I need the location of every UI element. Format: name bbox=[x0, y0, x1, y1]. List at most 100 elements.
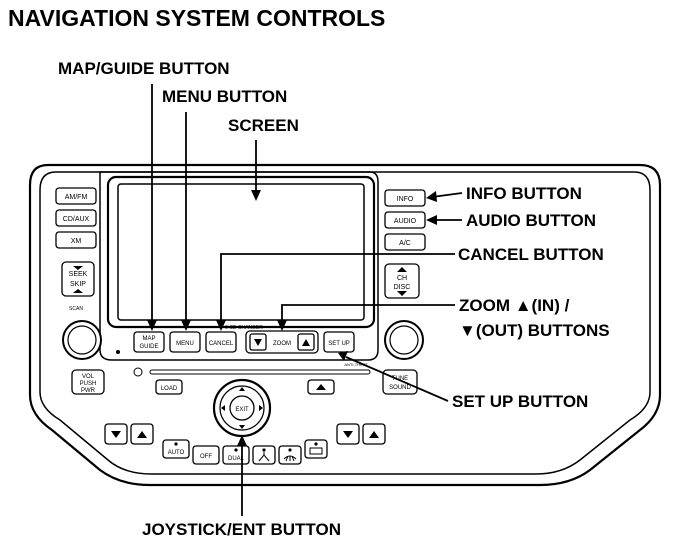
audio-button-label: AUDIO bbox=[394, 218, 417, 225]
zoom-label: ZOOM bbox=[273, 341, 291, 347]
seek-skip-button[interactable] bbox=[61, 261, 95, 297]
push-label: PUSH bbox=[80, 381, 97, 387]
setup-label: SET UP bbox=[328, 341, 350, 347]
cd-aux-button[interactable] bbox=[55, 209, 97, 227]
climate-controls: AUTO OFF DUAL bbox=[104, 423, 386, 465]
am-fm-label: AM/FM bbox=[65, 194, 88, 201]
load-label: LOAD bbox=[161, 386, 178, 392]
leader-zoom bbox=[281, 304, 455, 326]
tune-knob-inner bbox=[389, 325, 419, 355]
joystick-ent-button[interactable] bbox=[229, 395, 255, 421]
xm-button[interactable] bbox=[55, 231, 97, 249]
volume-knob-inner bbox=[67, 325, 97, 355]
auto-button[interactable] bbox=[162, 439, 190, 459]
zoom-in-icon bbox=[302, 339, 310, 346]
auto-label: AUTO bbox=[168, 450, 185, 456]
defrost-icon bbox=[283, 455, 297, 462]
off-label: OFF bbox=[200, 454, 212, 460]
callout-joystick: JOYSTICK/ENT BUTTON bbox=[142, 520, 341, 539]
disc-label: DISC bbox=[394, 284, 411, 291]
callout-map-guide: MAP/GUIDE BUTTON bbox=[58, 59, 230, 78]
skip-label: SKIP bbox=[70, 281, 86, 288]
temp-right-up-icon bbox=[369, 431, 379, 438]
cancel-label: CANCEL bbox=[209, 341, 234, 347]
guide-label: GUIDE bbox=[139, 344, 158, 350]
map-label: MAP bbox=[142, 336, 155, 342]
scan-label: SCAN bbox=[69, 306, 83, 312]
cd-aux-label: CD/AUX bbox=[63, 216, 90, 223]
temp-right-down-icon bbox=[343, 431, 353, 438]
anti-theft-label: ANTI-THEFT bbox=[344, 362, 368, 367]
xm-label: XM bbox=[71, 238, 82, 245]
callout-zoom-line1: ZOOM ▲(IN) / bbox=[459, 296, 570, 315]
dual-label: DUAL bbox=[228, 456, 245, 462]
cancel-button[interactable] bbox=[205, 331, 237, 353]
anti-theft-indicator bbox=[116, 350, 120, 354]
ch-disc-button[interactable] bbox=[384, 263, 420, 299]
callout-zoom-line2: ▼(OUT) BUTTONS bbox=[459, 321, 610, 340]
fan-mode-indicator bbox=[262, 448, 266, 452]
ac-button-label: A/C bbox=[399, 240, 411, 247]
screen bbox=[117, 183, 365, 321]
off-button[interactable] bbox=[192, 445, 220, 465]
vol-label: VOL bbox=[82, 374, 95, 380]
callout-audio: AUDIO BUTTON bbox=[466, 211, 596, 230]
arrowhead-info bbox=[426, 191, 437, 202]
auto-indicator bbox=[174, 442, 178, 446]
arrowhead-map-guide bbox=[147, 320, 157, 331]
vol-push-pwr-button[interactable] bbox=[71, 369, 105, 395]
ac-button[interactable] bbox=[384, 233, 426, 251]
arrowhead-cancel bbox=[216, 320, 226, 331]
menu-button[interactable] bbox=[169, 331, 201, 353]
load-button[interactable] bbox=[155, 379, 183, 395]
callout-setup: SET UP BUTTON bbox=[452, 392, 588, 411]
right-buttons: INFO AUDIO A/C CH DISC TUNE SOUND bbox=[382, 189, 426, 395]
screen-bezel bbox=[106, 175, 376, 329]
exit-label: EXIT bbox=[235, 407, 249, 413]
console-inner-outline bbox=[39, 171, 651, 475]
defrost-indicator bbox=[288, 448, 292, 452]
menu-label: MENU bbox=[176, 341, 194, 347]
arrowhead-zoom bbox=[277, 320, 287, 331]
leader-lines bbox=[147, 84, 463, 516]
sound-label: SOUND bbox=[389, 385, 411, 391]
am-fm-button[interactable] bbox=[55, 187, 97, 205]
tune-label: TUNE bbox=[392, 376, 408, 382]
cd-logo-icon bbox=[133, 367, 143, 377]
setup-button[interactable] bbox=[323, 331, 355, 353]
info-button[interactable] bbox=[384, 189, 426, 207]
callout-info: INFO BUTTON bbox=[466, 184, 582, 203]
leader-info bbox=[431, 192, 463, 198]
arrowhead-screen bbox=[251, 190, 261, 201]
leader-setup bbox=[345, 356, 449, 402]
rear-defrost-icon bbox=[309, 447, 323, 455]
callout-cancel: CANCEL BUTTON bbox=[458, 245, 604, 264]
pwr-label: PWR bbox=[81, 388, 96, 394]
seek-label: SEEK bbox=[69, 271, 88, 278]
callout-menu: MENU BUTTON bbox=[162, 87, 287, 106]
diagram-title: NAVIGATION SYSTEM CONTROLS bbox=[8, 5, 385, 31]
left-buttons: AM/FM CD/AUX XM SEEK SKIP SCAN VOL PUSH … bbox=[55, 187, 120, 395]
rear-defrost-indicator bbox=[314, 442, 318, 446]
defrost-button[interactable] bbox=[278, 445, 302, 465]
nav-buttons: MAP GUIDE MENU CANCEL 6 CD CHANGER ZOOM … bbox=[133, 325, 355, 354]
temp-left-up-icon bbox=[137, 431, 147, 438]
eject-icon bbox=[316, 384, 326, 390]
console-outline bbox=[28, 163, 662, 487]
cd-slot bbox=[149, 369, 371, 375]
nav-button-strip bbox=[99, 171, 379, 361]
arrowhead-joystick bbox=[237, 435, 247, 446]
arrowhead-menu bbox=[181, 320, 191, 331]
ch-label: CH bbox=[397, 275, 407, 282]
dual-indicator bbox=[234, 448, 238, 452]
callout-screen: SCREEN bbox=[228, 116, 299, 135]
leader-cancel bbox=[220, 253, 455, 326]
audio-button[interactable] bbox=[384, 211, 426, 229]
cd-changer-label: 6 CD CHANGER bbox=[225, 325, 263, 331]
temp-left-down-icon bbox=[111, 431, 121, 438]
vent-person-icon bbox=[258, 452, 270, 462]
map-guide-button[interactable] bbox=[133, 331, 165, 353]
zoom-out-icon bbox=[254, 339, 262, 346]
arrowhead-setup bbox=[338, 351, 348, 361]
